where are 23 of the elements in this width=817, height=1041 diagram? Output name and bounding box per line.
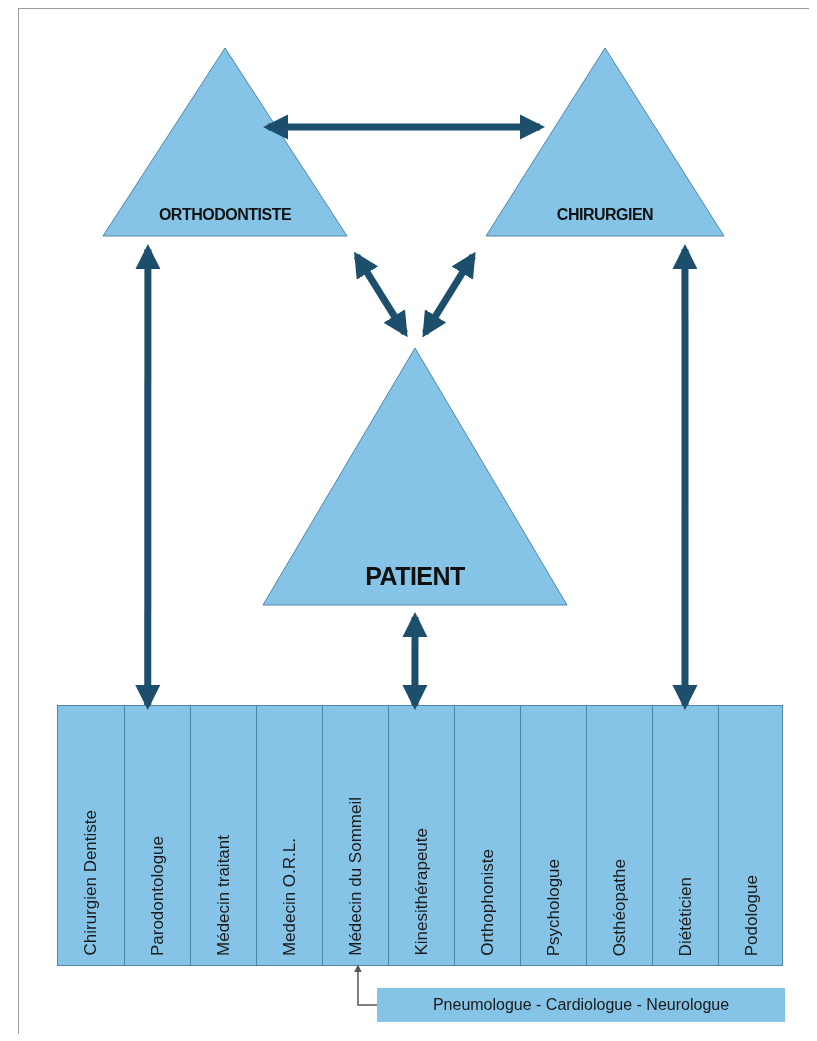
- arrow: [135, 244, 161, 711]
- note-box: Pneumologue - Cardiologue - Neurologue: [377, 988, 785, 1022]
- specialist-label: Podologue: [741, 874, 762, 956]
- specialist-label: Chirurgien Dentiste: [81, 810, 101, 956]
- specialist-label: Médecin traitant: [213, 835, 234, 956]
- specialist-label: Kinesithérapeute: [411, 828, 432, 956]
- specialist-label: Orthophoniste: [477, 849, 498, 956]
- specialist-label: Medecin O.R.L.: [279, 837, 300, 956]
- specialist-label: Médecin du Sommeil: [345, 797, 366, 956]
- arrow: [422, 251, 476, 338]
- arrow: [672, 244, 698, 711]
- triangle-label: ORTHODONTISTE: [158, 206, 292, 224]
- arrow: [353, 251, 408, 338]
- arrow: [354, 964, 378, 1006]
- specialist-label: Psychologue: [543, 858, 564, 956]
- arrow: [402, 612, 428, 711]
- specialist-label: Parodontologue: [147, 835, 168, 956]
- arrow: [262, 114, 546, 140]
- specialist-label: Osthéopathe: [609, 858, 630, 956]
- triangle-label: CHIRURGIEN: [556, 206, 654, 224]
- specialist-label: Diététicien: [675, 876, 696, 956]
- specialist-table: [57, 705, 783, 966]
- triangle-label: PATIENT: [365, 562, 465, 591]
